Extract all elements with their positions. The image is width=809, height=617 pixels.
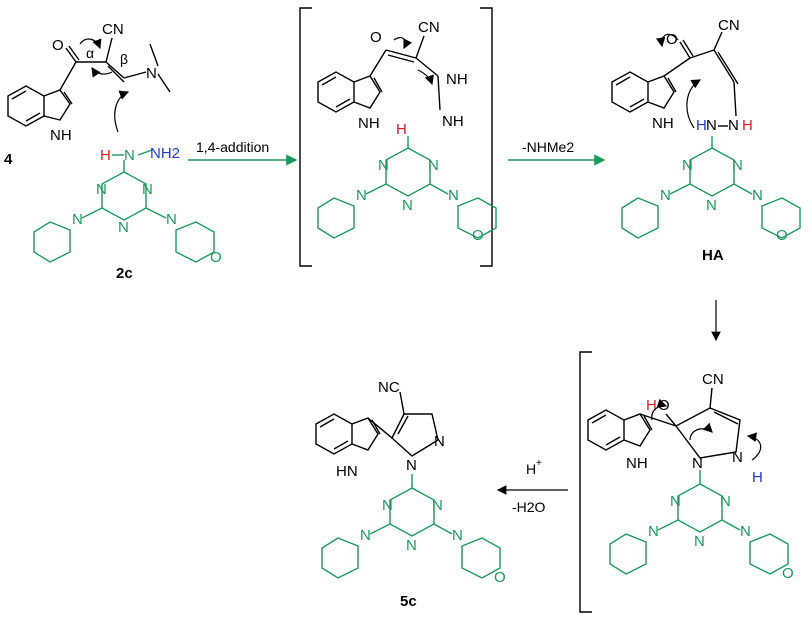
step3-h-label: H bbox=[526, 461, 536, 477]
cyc-pip-n: N bbox=[648, 523, 659, 540]
ha-tri-n1: N bbox=[682, 157, 693, 174]
int1-mor-o: O bbox=[472, 227, 484, 244]
cyc-mor-o: O bbox=[782, 565, 794, 582]
int1-nh-label: NH bbox=[358, 115, 380, 132]
cyc-tri-n1: N bbox=[670, 493, 681, 510]
cyc-cn-label: CN bbox=[702, 371, 724, 388]
cyc-nh: N bbox=[732, 449, 743, 466]
cyc-tri-n2: N bbox=[720, 493, 731, 510]
step3-h-sup: + bbox=[536, 458, 542, 469]
cyc-n1: N bbox=[692, 455, 703, 472]
amine-n-label-4: N bbox=[146, 65, 157, 82]
beta-label: β bbox=[120, 51, 128, 67]
curved-arrow-attack bbox=[114, 90, 130, 133]
step3-water-label: -H2O bbox=[512, 499, 546, 515]
p-tri-n3: N bbox=[406, 537, 417, 554]
triazine-ring bbox=[101, 171, 147, 221]
int1-cn-label: CN bbox=[418, 19, 440, 36]
alpha-label: α bbox=[86, 45, 94, 61]
piperidine-n: N bbox=[72, 211, 83, 228]
cyc-h-blue: H bbox=[752, 469, 763, 486]
bracket-left-1 bbox=[299, 7, 312, 267]
cyc-tri-n3: N bbox=[694, 533, 705, 550]
ha-n2-label: N bbox=[728, 117, 739, 134]
int1-o-label: O bbox=[370, 29, 382, 46]
triazine-n3: N bbox=[118, 219, 129, 236]
nh2-label: NH2 bbox=[150, 145, 180, 162]
triazine-n2: N bbox=[142, 181, 153, 198]
p-nc-label: NC bbox=[378, 379, 400, 396]
cn-label-4: CN bbox=[102, 21, 124, 38]
product-5c: HN NC N N N N N N N O 5c bbox=[315, 379, 506, 610]
step1-label: 1,4-addition bbox=[196, 139, 269, 155]
indole-nh-label: NH bbox=[50, 127, 72, 144]
ha-h-blue: H bbox=[696, 117, 707, 134]
bracket-right-1 bbox=[480, 7, 493, 267]
carbonyl-o-label: O bbox=[52, 37, 64, 54]
ha-tri-n2: N bbox=[732, 157, 743, 174]
triazine-n1: N bbox=[96, 181, 107, 198]
morpholine-o: O bbox=[210, 249, 222, 266]
ha-o-label: O bbox=[666, 31, 678, 48]
compound-4-label: 4 bbox=[4, 151, 13, 168]
p-n1-label: N bbox=[406, 457, 417, 474]
piperidine-ring bbox=[33, 221, 71, 263]
int1-amine-n: NH bbox=[446, 71, 468, 88]
intermediate-ha: NH O CN H N N H N N N N N O HA bbox=[611, 17, 801, 264]
morpholine-n: N bbox=[166, 211, 177, 228]
ha-tri-n3: N bbox=[706, 197, 717, 214]
reactant-4: NH O CN N α β 4 bbox=[4, 21, 171, 168]
hydrazine-n-label: N bbox=[124, 147, 135, 164]
zwitterion-intermediate: NH O CN NH NH H N N N N N O bbox=[317, 19, 497, 244]
int1-h-label: H bbox=[396, 121, 407, 138]
p-tri-n1: N bbox=[382, 497, 393, 514]
cyc-nh-label: NH bbox=[626, 455, 648, 472]
int1-nh2-label: NH bbox=[442, 113, 464, 130]
p-mor-n: N bbox=[452, 527, 463, 544]
p-mor-o: O bbox=[494, 569, 506, 586]
hydrazine-h-label: H bbox=[100, 147, 111, 164]
ha-pip-n: N bbox=[660, 187, 671, 204]
curved-arrow-carbonyl bbox=[79, 38, 102, 50]
ha-cn-label: CN bbox=[718, 17, 740, 34]
ha-mor-n: N bbox=[752, 187, 763, 204]
p-hn-label: HN bbox=[336, 463, 358, 480]
p-tri-n2: N bbox=[432, 497, 443, 514]
pyrrole-ring bbox=[43, 89, 71, 121]
cyclic-intermediate: NH H O CN N N H N N N N N O bbox=[587, 371, 794, 582]
bracket-left-2 bbox=[579, 351, 592, 613]
ha-mor-o: O bbox=[776, 227, 788, 244]
p-n2-label: N bbox=[434, 433, 445, 450]
compound-2c-label: 2c bbox=[116, 265, 133, 282]
cyc-mor-n: N bbox=[740, 523, 751, 540]
ha-h-red: H bbox=[742, 117, 753, 134]
morpholine-ring bbox=[175, 221, 215, 263]
int1-tri-n1: N bbox=[378, 157, 389, 174]
step2-label: -NHMe2 bbox=[522, 139, 574, 155]
compound-ha-label: HA bbox=[702, 247, 724, 264]
int1-tri-n3: N bbox=[402, 197, 413, 214]
p-pip-n: N bbox=[360, 527, 371, 544]
ha-nh-label: NH bbox=[652, 115, 674, 132]
cyc-h-red: H bbox=[646, 397, 657, 414]
int1-mor-n: N bbox=[448, 187, 459, 204]
benzene-ring bbox=[7, 85, 45, 127]
compound-5c-label: 5c bbox=[400, 593, 417, 610]
curved-arrow-enone bbox=[91, 67, 113, 78]
ha-nn-label: N bbox=[706, 117, 717, 134]
int1-pip-n: N bbox=[356, 187, 367, 204]
int1-tri-n2: N bbox=[428, 157, 439, 174]
reactant-2c: H N NH2 N N N N N O 2c bbox=[33, 145, 222, 282]
